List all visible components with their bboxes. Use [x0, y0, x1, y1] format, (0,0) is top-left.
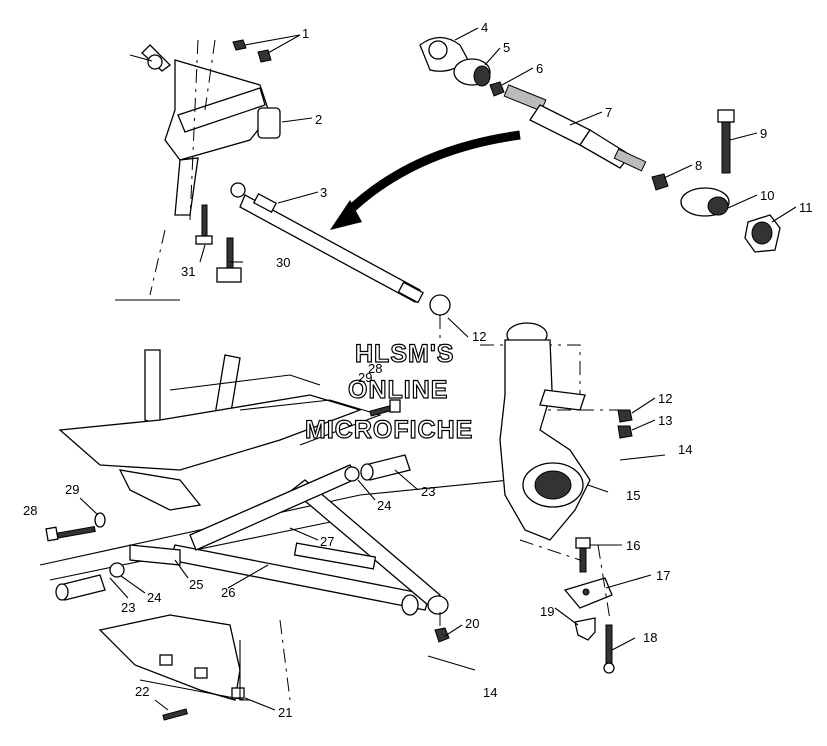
bolt-31	[195, 204, 213, 245]
callout-25: 25	[189, 577, 203, 592]
callout-20: 20	[465, 616, 479, 631]
watermark-line1: HLSM'S	[355, 340, 454, 368]
callout-9: 9	[760, 126, 767, 141]
callout-11: 11	[799, 200, 813, 215]
bolt-28-upper	[369, 399, 401, 417]
frame	[39, 344, 581, 581]
callout-5: 5	[503, 40, 510, 55]
callout-2: 2	[315, 112, 322, 127]
callout-3: 3	[320, 185, 327, 200]
callout-24-lower: 24	[147, 590, 161, 605]
callout-29-lower: 29	[65, 482, 79, 497]
watermark-line2: ONLINE	[348, 376, 448, 404]
callout-7: 7	[605, 105, 612, 120]
tie-rod-end-assembly	[419, 36, 781, 253]
direction-arrow	[330, 130, 521, 230]
steering-post-bracket	[115, 39, 281, 301]
callout-28-upper: 28	[368, 361, 382, 376]
callout-14-lower: 14	[483, 685, 497, 700]
callout-28-lower: 28	[23, 503, 37, 518]
callout-27: 27	[320, 534, 334, 549]
callout-labels: 1 2 3 4 5 6 7 8 9 10 11 12 12 13 14 14 1…	[23, 20, 813, 720]
callout-4: 4	[481, 20, 488, 35]
callout-15: 15	[626, 488, 640, 503]
callout-24-upper: 24	[377, 498, 391, 513]
callout-22: 22	[135, 684, 149, 699]
callout-19: 19	[540, 604, 554, 619]
callout-21: 21	[278, 705, 292, 720]
ball-joint-assembly	[427, 537, 615, 674]
callout-10: 10	[760, 188, 774, 203]
callout-16: 16	[626, 538, 640, 553]
skid-plate	[98, 614, 291, 721]
callout-31: 31	[181, 264, 195, 279]
bushing-23-upper	[344, 454, 411, 482]
bushing-23-lower	[55, 562, 125, 601]
watermark: HLSM'S ONLINE MICROFICHE	[304, 339, 473, 444]
callout-23-upper: 23	[421, 484, 435, 499]
callout-6: 6	[536, 61, 543, 76]
callout-13: 13	[658, 413, 672, 428]
callout-12-lower: 12	[658, 391, 672, 406]
callout-26: 26	[221, 585, 235, 600]
bolt-28-lower	[45, 512, 106, 542]
callout-17: 17	[656, 568, 670, 583]
watermark-line3: MICROFICHE	[305, 416, 473, 444]
callout-1: 1	[302, 26, 309, 41]
callout-8: 8	[695, 158, 702, 173]
tie-rod-3	[230, 182, 451, 360]
nuts-1	[232, 39, 272, 63]
callout-23-lower: 23	[121, 600, 135, 615]
callout-29-upper: 29	[358, 370, 372, 385]
spindle-15	[499, 322, 591, 541]
callout-18: 18	[643, 630, 657, 645]
callout-14-upper: 14	[678, 442, 692, 457]
leader-lines	[79, 27, 797, 711]
a-arm	[129, 464, 449, 616]
nut-12-13	[580, 409, 666, 461]
bolt-30	[216, 237, 242, 283]
callout-30: 30	[276, 255, 290, 270]
callout-12-upper: 12	[472, 329, 486, 344]
